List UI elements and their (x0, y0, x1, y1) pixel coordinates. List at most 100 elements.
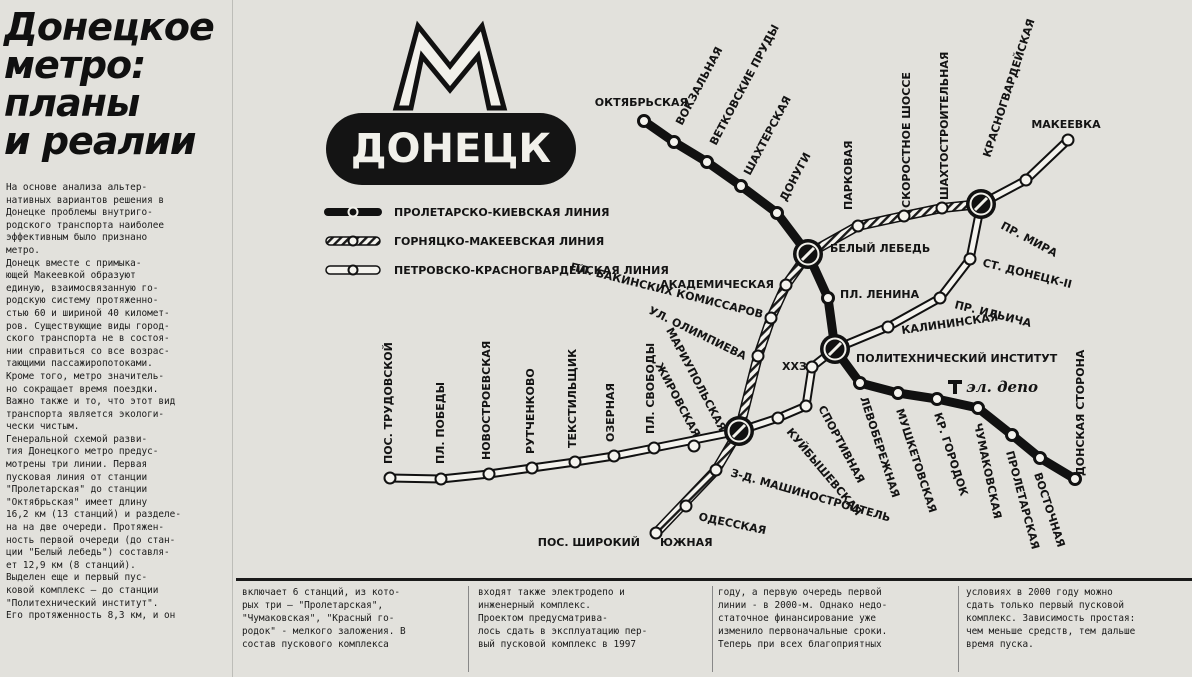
headline-line: метро: (4, 43, 146, 87)
station-dot (764, 311, 778, 325)
station-dot (482, 467, 496, 481)
interchange-bar (827, 341, 843, 357)
station-label: ПОЛИТЕХНИЧЕСКИЙ ИНСТИТУТ (856, 352, 1058, 365)
legend-label: ПЕТРОВСКО-КРАСНОГВАРДЕЙСКАЯ ЛИНИЯ (394, 264, 669, 277)
station-dot (779, 278, 793, 292)
station-dot (805, 360, 819, 374)
station-label: ШАХТЕРСКАЯ (741, 94, 794, 178)
station-dot (679, 499, 693, 513)
station-label: ПРОЛЕТАРСКАЯ (1003, 449, 1042, 550)
station-label: АКАДЕМИЧЕСКАЯ (660, 278, 774, 291)
station-dot (649, 526, 663, 540)
interchange-ring (796, 242, 820, 266)
interchange-ring (727, 419, 751, 443)
article-column: включает 6 станций, из кото- рых три — "… (242, 587, 406, 650)
station-label: ДОНСКАЯ СТОРОНА (1074, 349, 1087, 476)
station-label: ПОС. ШИРОКИЙ (538, 536, 640, 549)
station-label: ЮЖНАЯ (660, 536, 713, 549)
station-label: ЧУМАКОВСКАЯ (971, 422, 1004, 520)
legend-item-solid: ПРОЛЕТАРСКО-КИЕВСКАЯ ЛИНИЯ (324, 206, 610, 219)
column-divider (958, 586, 959, 672)
metro-logo: M ДОНЕЦК (326, 20, 576, 185)
city-badge (326, 113, 576, 185)
station-dot (687, 439, 701, 453)
station-dot (1068, 472, 1082, 486)
depot-label: эл. депо (966, 378, 1038, 396)
station-label: ШАХТОСТРОИТЕЛЬНАЯ (938, 52, 951, 200)
station-dot (700, 155, 714, 169)
station-dot (799, 399, 813, 413)
station-dot (709, 463, 723, 477)
station-label: ДОНУГИ (777, 150, 813, 203)
article-column: условиях в 2000 году можно сдать только … (966, 587, 1136, 650)
station-dot (637, 114, 651, 128)
interchange-ring (969, 192, 993, 216)
line-petrovsko-krasnogvardeyskaya (387, 137, 1071, 482)
station-dot (935, 201, 949, 215)
station-dot (853, 376, 867, 390)
station-dot (971, 401, 985, 415)
station-dot (647, 441, 661, 455)
article-lead-column: На основе анализа альтер- нативных вариа… (6, 182, 181, 622)
station-label: ПЛ. ЛЕНИНА (840, 288, 920, 301)
station-dot (881, 320, 895, 334)
station-label: ПР. МИРА (999, 219, 1060, 260)
station-label: ХХЗ (782, 360, 807, 373)
station-label: КРАСНОГВАРДЕЙСКАЯ (980, 17, 1037, 159)
station-dot (607, 449, 621, 463)
station-dot (667, 135, 681, 149)
station-label: МАКЕЕВКА (1031, 118, 1101, 131)
legend-item-outline: ПЕТРОВСКО-КРАСНОГВАРДЕЙСКАЯ ЛИНИЯ (325, 264, 669, 277)
column-rule (236, 578, 1192, 581)
column-divider (468, 586, 469, 672)
station-dot (525, 461, 539, 475)
station-label: НОВОСТРОЕВСКАЯ (480, 341, 493, 460)
station-label: СКОРОСТНОЕ ШОССЕ (900, 72, 913, 208)
metro-m-icon (392, 20, 508, 111)
station-dot (734, 179, 748, 193)
station-dot (1061, 133, 1075, 147)
metro-stations (383, 114, 1082, 540)
station-dot (963, 252, 977, 266)
city-name: ДОНЕЦК (351, 126, 552, 172)
depot-marker: эл. депо (948, 378, 1038, 396)
station-dot (930, 392, 944, 406)
station-dot (770, 206, 784, 220)
station-label: СТ. ДОНЕЦК-II (981, 256, 1073, 291)
station-dot (434, 472, 448, 486)
station-label: ОКТЯБРЬСКАЯ (595, 96, 688, 109)
station-dot (1005, 428, 1019, 442)
station-label: ПАРКОВАЯ (842, 141, 855, 211)
station-dot (897, 209, 911, 223)
column-divider (712, 586, 713, 672)
station-label: КР. ГОРОДОК (931, 411, 970, 498)
station-label: РУТЧЕНКОВО (524, 368, 537, 454)
interchange-bar (973, 196, 989, 212)
station-dot (1033, 451, 1047, 465)
station-dot (821, 291, 835, 305)
depot-icon (948, 380, 962, 394)
station-dot (933, 291, 947, 305)
station-label: ПЛ. СВОБОДЫ (644, 343, 657, 434)
article-headline: Донецкое метро: планы и реалии (4, 8, 229, 160)
station-label: ОДЕССКАЯ (697, 510, 767, 537)
station-label: ПЛ. ПОБЕДЫ (434, 382, 447, 464)
legend-label: ГОРНЯЦКО-МАКЕЕВСКАЯ ЛИНИЯ (394, 235, 604, 248)
legend-item-hatched: ГОРНЯЦКО-МАКЕЕВСКАЯ ЛИНИЯ (325, 235, 604, 248)
station-dot (568, 455, 582, 469)
station-label: БЕЛЫЙ ЛЕБЕДЬ (830, 242, 930, 255)
station-dot (751, 349, 765, 363)
station-dot (891, 386, 905, 400)
legend-label: ПРОЛЕТАРСКО-КИЕВСКАЯ ЛИНИЯ (394, 206, 610, 219)
station-label: МУШКЕТОВСКАЯ (893, 407, 939, 515)
article-column: году, а первую очередь первой линии - в … (718, 587, 888, 650)
map-legend: ПРОЛЕТАРСКО-КИЕВСКАЯ ЛИНИЯ ГОРНЯЦКО-МАКЕ… (324, 206, 669, 277)
station-dot (1019, 173, 1033, 187)
headline-line: и реалии (4, 119, 197, 163)
headline-line: Донецкое (4, 5, 215, 49)
station-label: ВОКЗАЛЬНАЯ (673, 45, 725, 128)
station-dot (771, 411, 785, 425)
article-column: входят также электродепо и инженерный ко… (478, 587, 648, 650)
